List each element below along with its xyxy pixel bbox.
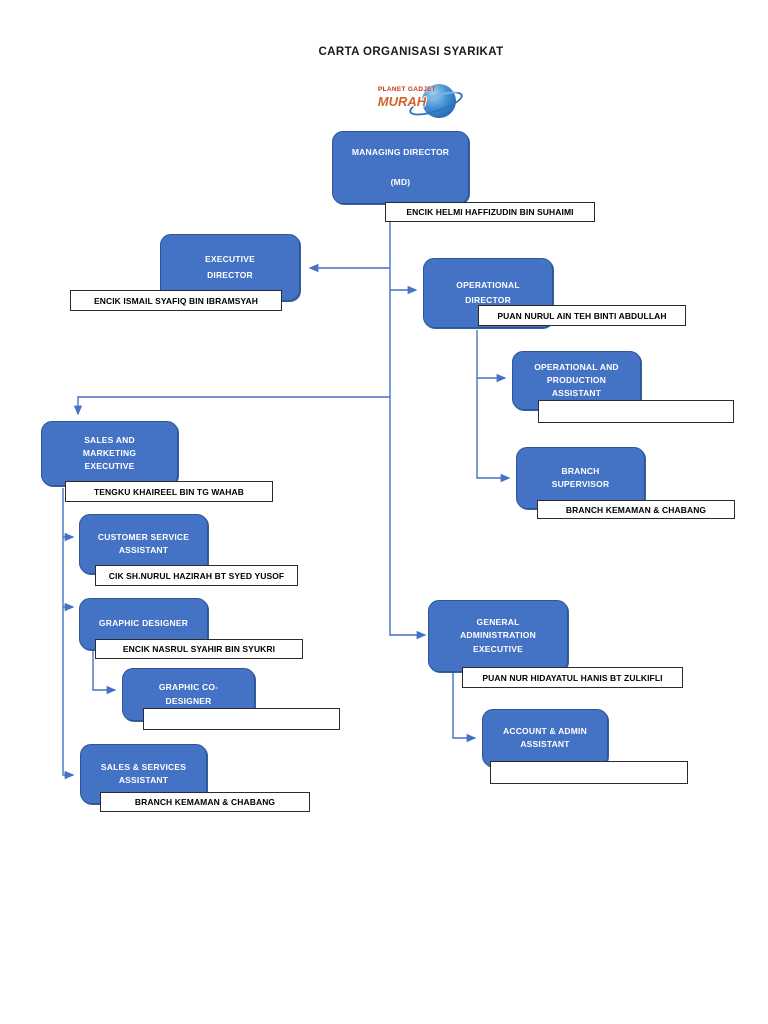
person-label-managing-director: ENCIK HELMI HAFFIZUDIN BIN SUHAIMI	[385, 202, 595, 222]
node-sales-marketing-executive: SALES AND MARKETING EXECUTIVE	[41, 421, 178, 486]
planet-icon	[422, 84, 456, 118]
person-name: ENCIK NASRUL SYAHIR BIN SYUKRI	[122, 644, 276, 654]
person-label-customer-service-assistant: CIK SH.NURUL HAZIRAH BT SYED YUSOF	[95, 565, 298, 586]
page-title: CARTA ORGANISASI SYARIKAT	[318, 46, 504, 58]
node-account-admin-assistant: ACCOUNT & ADMIN ASSISTANT	[482, 709, 608, 767]
person-name: PUAN NURUL AIN TEH BINTI ABDULLAH	[497, 310, 667, 321]
company-logo: PLANET GADJET MURAH	[366, 81, 466, 123]
person-label-graphic-co-designer	[143, 708, 340, 730]
node-title-account-admin-assistant: ACCOUNT & ADMIN ASSISTANT	[503, 725, 587, 749]
person-label-general-admin-executive: PUAN NUR HIDAYATUL HANIS BT ZULKIFLI	[462, 667, 683, 688]
person-name: ENCIK ISMAIL SYAFIQ BIN IBRAMSYAH	[93, 295, 259, 306]
person-name: ENCIK HELMI HAFFIZUDIN BIN SUHAIMI	[406, 207, 574, 217]
person-name: BRANCH KEMAMAN & CHABANG	[565, 504, 707, 515]
node-title-operational-director: OPERATIONAL DIRECTOR	[456, 279, 520, 305]
person-name: BRANCH KEMAMAN & CHABANG	[134, 797, 276, 807]
person-label-sales-services-assistant: BRANCH KEMAMAN & CHABANG	[100, 792, 310, 812]
node-title-sales-marketing-executive: SALES AND MARKETING EXECUTIVE	[82, 434, 137, 472]
person-label-account-admin-assistant	[490, 761, 688, 784]
node-title-operational-production-assistant: OPERATIONAL AND PRODUCTION ASSISTANT	[534, 361, 619, 399]
node-title-graphic-designer: GRAPHIC DESIGNER	[98, 618, 189, 629]
node-title-executive-director: EXECUTIVE DIRECTOR	[205, 254, 255, 280]
node-title-graphic-co-designer: GRAPHIC CO- DESIGNER	[158, 682, 219, 706]
node-title-managing-director: MANAGING DIRECTOR (MD)	[351, 146, 450, 188]
person-label-branch-supervisor: BRANCH KEMAMAN & CHABANG	[537, 500, 735, 519]
person-label-graphic-designer: ENCIK NASRUL SYAHIR BIN SYUKRI	[95, 639, 303, 659]
node-customer-service-assistant: CUSTOMER SERVICE ASSISTANT	[79, 514, 208, 574]
person-name: TENGKU KHAIREEL BIN TG WAHAB	[94, 486, 244, 497]
person-name: PUAN NUR HIDAYATUL HANIS BT ZULKIFLI	[482, 672, 663, 683]
node-title-customer-service-assistant: CUSTOMER SERVICE ASSISTANT	[97, 531, 190, 555]
node-general-admin-executive: GENERAL ADMINISTRATION EXECUTIVE	[428, 600, 568, 672]
node-title-sales-services-assistant: SALES & SERVICES ASSISTANT	[100, 761, 187, 785]
node-title-general-admin-executive: GENERAL ADMINISTRATION EXECUTIVE	[460, 617, 536, 654]
person-label-operational-production-assistant	[538, 400, 734, 423]
person-label-operational-director: PUAN NURUL AIN TEH BINTI ABDULLAH	[478, 305, 686, 326]
person-name: CIK SH.NURUL HAZIRAH BT SYED YUSOF	[108, 570, 285, 581]
node-managing-director: MANAGING DIRECTOR (MD)	[332, 131, 469, 204]
logo-text-bottom: MURAH	[377, 94, 427, 109]
node-executive-director: EXECUTIVE DIRECTOR	[160, 234, 300, 301]
logo-text-top: PLANET GADJET	[377, 86, 437, 93]
person-label-sales-marketing-executive: TENGKU KHAIREEL BIN TG WAHAB	[65, 481, 273, 502]
node-title-branch-supervisor: BRANCH SUPERVISOR	[551, 465, 610, 489]
person-label-executive-director: ENCIK ISMAIL SYAFIQ BIN IBRAMSYAH	[70, 290, 282, 311]
